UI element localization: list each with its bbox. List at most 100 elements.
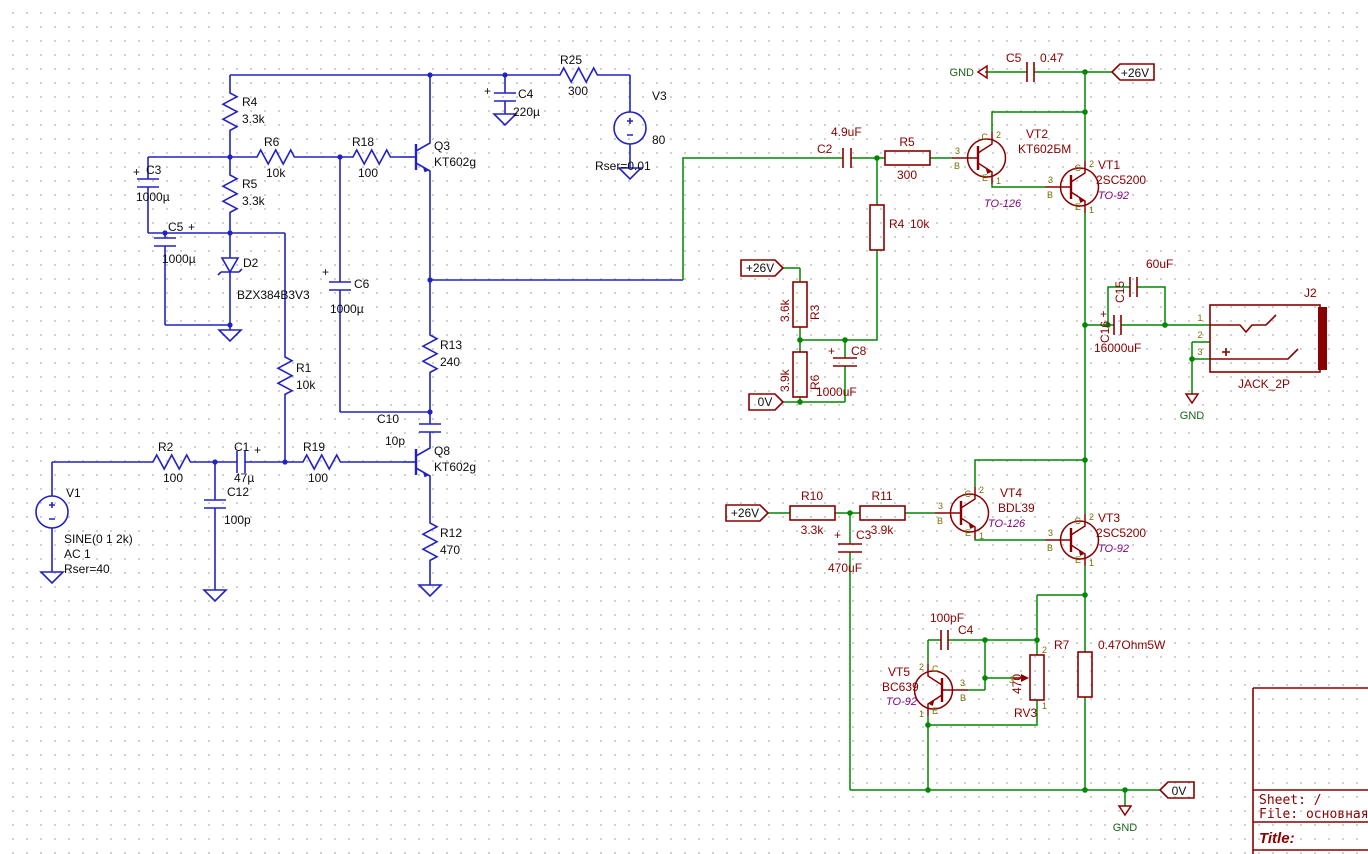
vt2-ref-label: VT2: [1026, 127, 1048, 141]
resistor-R12-symbol[interactable]: [422, 517, 438, 564]
power-label-26v-top[interactable]: [1110, 63, 1155, 81]
vt5-footprint-label: TO-92: [886, 696, 917, 708]
pin-number: 3: [955, 146, 960, 156]
transistor-Q8-symbol[interactable]: [400, 434, 432, 490]
resistor-R19-symbol[interactable]: [297, 454, 344, 470]
c3k-value-label: 470uF: [828, 561, 862, 575]
resistor-R25-symbol[interactable]: [554, 67, 601, 83]
c16-value-label: 16000uF: [1094, 341, 1141, 355]
kicad-schematic: C5 0.47 C2 4.9uF R5 300 R4 10k 3.6k R3 3…: [682, 51, 1368, 854]
vt1-value-label: 2SC5200: [1096, 173, 1146, 187]
power-label-0v-bottom[interactable]: [1158, 781, 1195, 799]
gnd-text: GND: [1180, 410, 1205, 422]
resistor-R4k-symbol[interactable]: [869, 204, 885, 251]
power-label-26v-low[interactable]: [725, 504, 770, 522]
power-26v-text: +26V: [1121, 66, 1149, 80]
pin-number: 2: [1089, 512, 1094, 522]
rv3-value-label: 470: [1010, 674, 1024, 694]
r4k-value-label: 10k: [910, 217, 930, 231]
c4-ref-label: C4: [518, 87, 534, 101]
c4-plus-sign: +: [484, 84, 491, 98]
jack-pin-number: 1: [1197, 313, 1202, 323]
potentiometer-RV3-symbol[interactable]: [1013, 654, 1045, 701]
r18-value-label: 100: [358, 166, 378, 180]
vt5-value-label: BC639: [882, 680, 919, 694]
r11-ref-label: R11: [871, 489, 892, 503]
pin-name: E: [982, 173, 988, 183]
pin-name: C: [982, 132, 989, 142]
c6-ref-label: C6: [354, 277, 370, 291]
resistor-R1-symbol[interactable]: [277, 351, 293, 398]
resistor-R11-symbol[interactable]: [859, 505, 906, 521]
c16-ref-label: C16: [1098, 321, 1112, 343]
pin-number: 2: [996, 130, 1001, 140]
c10-ref-label: C10: [377, 412, 399, 426]
r3k-value-label: 3.6k: [778, 298, 792, 322]
resistor-R10-symbol[interactable]: [789, 505, 836, 521]
pin-name: B: [1047, 543, 1053, 553]
r10-ref-label: R10: [801, 489, 823, 503]
pin-number: 2: [979, 485, 984, 495]
q3-value-label: KT602g: [434, 155, 476, 169]
power-label-26v-mid[interactable]: [740, 259, 785, 277]
resistor-R3k-symbol[interactable]: [792, 281, 808, 328]
pin-name: E: [1075, 202, 1081, 212]
resistor-R6-symbol[interactable]: [251, 149, 298, 165]
r2-value-label: 100: [163, 471, 183, 485]
pin-number: 3: [1048, 528, 1053, 538]
pin-number: 1: [1089, 558, 1094, 568]
pin-name: C: [1075, 516, 1082, 526]
blue-wires: [51, 74, 683, 590]
resistor-R18-symbol[interactable]: [347, 149, 394, 165]
resistor-R6k-symbol[interactable]: [792, 351, 808, 398]
pin-number: 1: [1042, 701, 1047, 711]
c5k-ref-label: C5: [1006, 51, 1022, 65]
zener-D2-symbol[interactable]: [217, 257, 243, 276]
c12-ref-label: C12: [227, 485, 249, 499]
r6-ref-label: R6: [264, 135, 280, 149]
pin-number: 1: [979, 531, 984, 541]
r6k-ref-label: R6: [808, 374, 822, 390]
transistor-Q3-symbol[interactable]: [400, 129, 432, 185]
vt1-ref-label: VT1: [1098, 158, 1120, 172]
power-label-0v-mid[interactable]: [748, 393, 785, 411]
j2-value-label: JACK_2P: [1238, 377, 1290, 391]
c8-ref-label: C8: [851, 344, 867, 358]
ground-icon: [40, 571, 64, 584]
r4-value-label: 3.3k: [242, 112, 266, 126]
blue-junction-dots: [162, 72, 508, 465]
pin-name: E: [1075, 555, 1081, 565]
resistor-R7-symbol[interactable]: [1077, 651, 1093, 698]
resistor-R4-symbol[interactable]: [222, 87, 238, 134]
pin-number: 1: [919, 709, 924, 719]
c3-plus-sign: +: [133, 165, 140, 179]
r2-ref-label: R2: [158, 440, 174, 454]
c8-plus-sign: +: [828, 344, 835, 358]
q8-ref-label: Q8: [434, 444, 450, 458]
connector-J2-symbol[interactable]: [1209, 304, 1327, 373]
voltage-source-V1-symbol[interactable]: [35, 495, 69, 529]
power-26v-text: +26V: [731, 506, 759, 520]
voltage-source-V3-symbol[interactable]: [613, 111, 647, 145]
resistor-R2-symbol[interactable]: [147, 454, 194, 470]
vt4-value-label: BDL39: [998, 501, 1035, 515]
vt4-footprint-label: TO-126: [988, 518, 1026, 530]
r5-ref-label: R5: [242, 177, 258, 191]
v3-rser-label: Rser=0.01: [595, 159, 651, 173]
r13-ref-label: R13: [440, 338, 462, 352]
pin-annotations: 3 B C 2 E 1 3 B C 2 E 1 3 B C 2 E 1 3 B …: [919, 130, 1203, 719]
title-block-file: File: основная.: [1259, 807, 1368, 822]
q3-ref-label: Q3: [434, 139, 450, 153]
pin-name: C: [932, 664, 939, 674]
r6k-value-label: 3.9k: [778, 368, 792, 392]
c8-value-label: 1000uF: [816, 385, 857, 399]
resistor-R13-symbol[interactable]: [422, 329, 438, 376]
pin-name: C: [1075, 163, 1082, 173]
r5k-ref-label: R5: [899, 135, 915, 149]
kicad-capacitor-plates: [833, 62, 1138, 650]
gnd-text: GND: [950, 67, 975, 79]
resistor-R5-symbol[interactable]: [222, 169, 238, 216]
title-block-sheet: Sheet: /: [1259, 793, 1322, 808]
resistor-R5k-symbol[interactable]: [884, 150, 931, 166]
